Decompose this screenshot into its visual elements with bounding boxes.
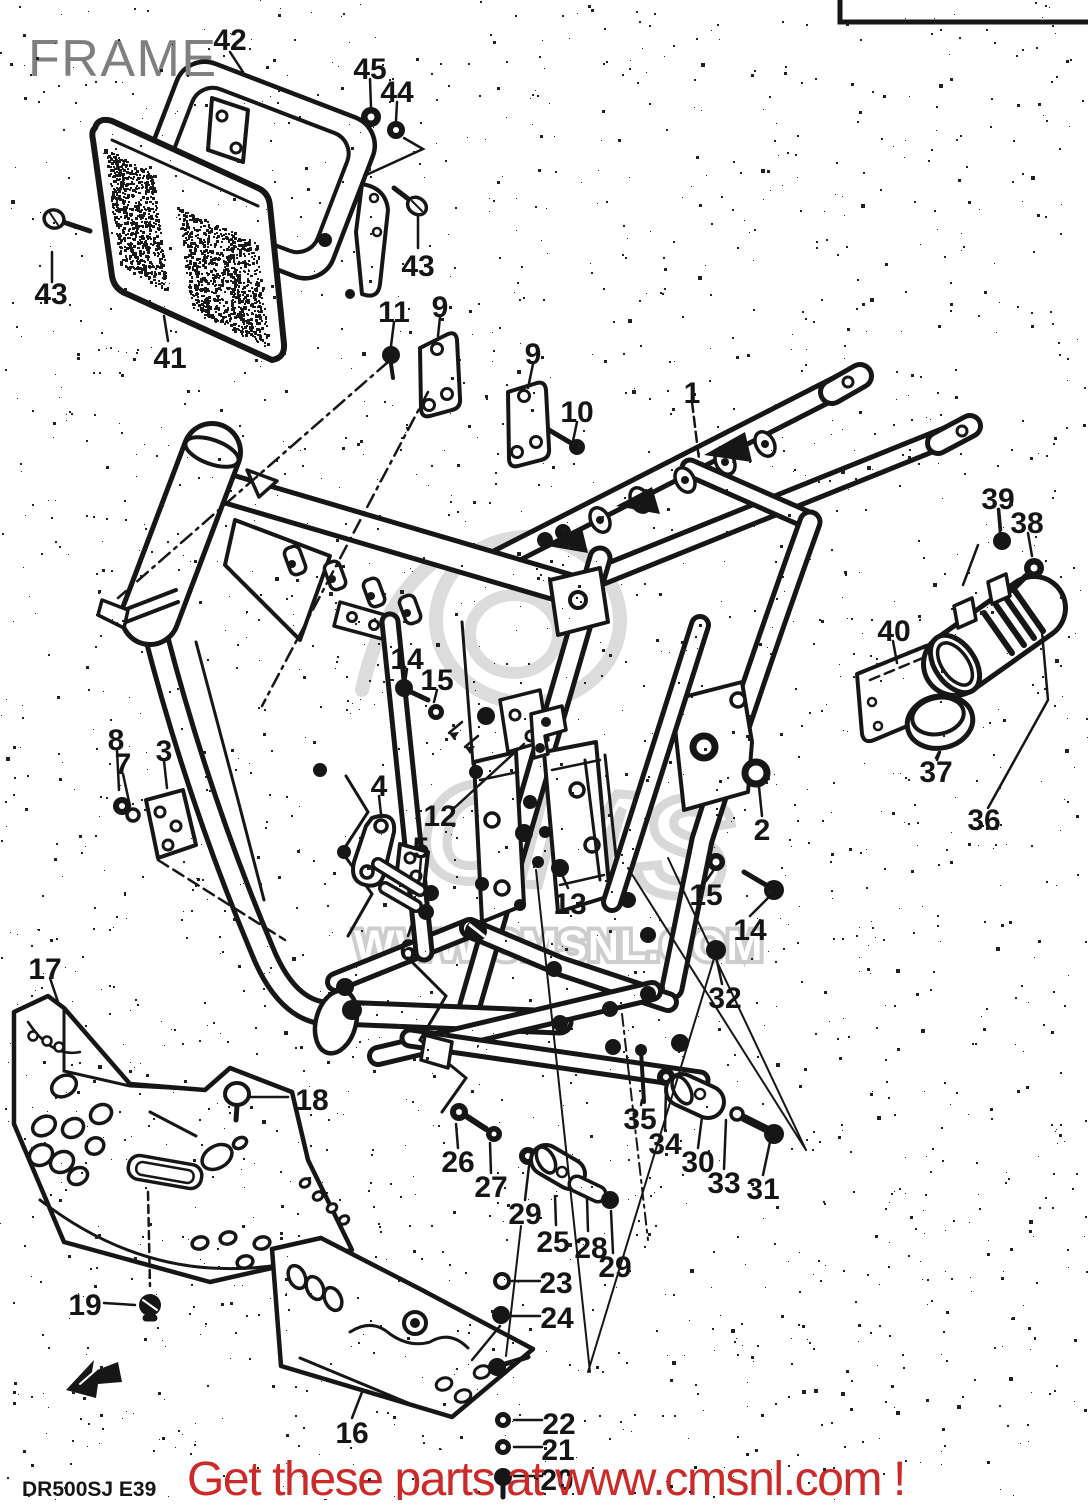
svg-text:43: 43 <box>34 278 67 311</box>
svg-text:37: 37 <box>919 756 952 789</box>
svg-text:14: 14 <box>733 914 767 947</box>
svg-text:40: 40 <box>877 615 910 648</box>
svg-text:12: 12 <box>423 800 456 833</box>
svg-text:8: 8 <box>108 724 125 757</box>
svg-text:41: 41 <box>153 342 186 375</box>
svg-text:22: 22 <box>542 1408 575 1441</box>
svg-text:45: 45 <box>353 53 386 86</box>
svg-text:35: 35 <box>623 1103 656 1136</box>
svg-text:FRAME: FRAME <box>28 30 218 88</box>
svg-text:34: 34 <box>648 1128 682 1161</box>
svg-text:10: 10 <box>560 396 593 429</box>
svg-text:38: 38 <box>1010 507 1043 540</box>
svg-text:29: 29 <box>508 1198 541 1231</box>
svg-text:DR500SJ E39: DR500SJ E39 <box>22 1478 156 1500</box>
svg-text:9: 9 <box>432 291 449 324</box>
svg-text:23: 23 <box>539 1267 572 1300</box>
svg-text:7: 7 <box>115 748 132 781</box>
svg-text:20: 20 <box>540 1464 573 1497</box>
svg-text:5: 5 <box>413 832 430 865</box>
svg-text:11: 11 <box>378 296 410 329</box>
svg-text:4: 4 <box>371 770 388 803</box>
svg-text:16: 16 <box>335 1417 368 1450</box>
svg-text:15: 15 <box>689 879 722 912</box>
svg-text:33: 33 <box>707 1167 740 1200</box>
svg-text:18: 18 <box>295 1084 328 1117</box>
svg-text:39: 39 <box>981 483 1014 516</box>
svg-text:21: 21 <box>541 1434 574 1467</box>
svg-text:28: 28 <box>574 1232 607 1265</box>
svg-text:27: 27 <box>474 1171 507 1204</box>
svg-text:6: 6 <box>400 934 417 967</box>
svg-text:26: 26 <box>441 1146 474 1179</box>
svg-text:42: 42 <box>213 24 246 57</box>
svg-text:44: 44 <box>380 76 414 109</box>
svg-text:17: 17 <box>28 953 61 986</box>
svg-text:31: 31 <box>746 1173 779 1206</box>
svg-text:9: 9 <box>525 338 542 371</box>
svg-text:32: 32 <box>708 982 741 1015</box>
svg-text:15: 15 <box>420 664 453 697</box>
svg-text:14: 14 <box>390 643 424 676</box>
svg-text:36: 36 <box>967 804 1000 837</box>
svg-text:19: 19 <box>68 1289 101 1322</box>
svg-text:43: 43 <box>401 250 434 283</box>
svg-text:1: 1 <box>684 377 701 410</box>
svg-text:3: 3 <box>156 735 173 768</box>
svg-text:24: 24 <box>540 1302 574 1335</box>
svg-text:29: 29 <box>598 1251 631 1284</box>
svg-text:Get these parts at www.cmsnl.c: Get these parts at www.cmsnl.com ! <box>187 1453 905 1500</box>
svg-text:2: 2 <box>754 814 771 847</box>
svg-text:25: 25 <box>536 1226 569 1259</box>
